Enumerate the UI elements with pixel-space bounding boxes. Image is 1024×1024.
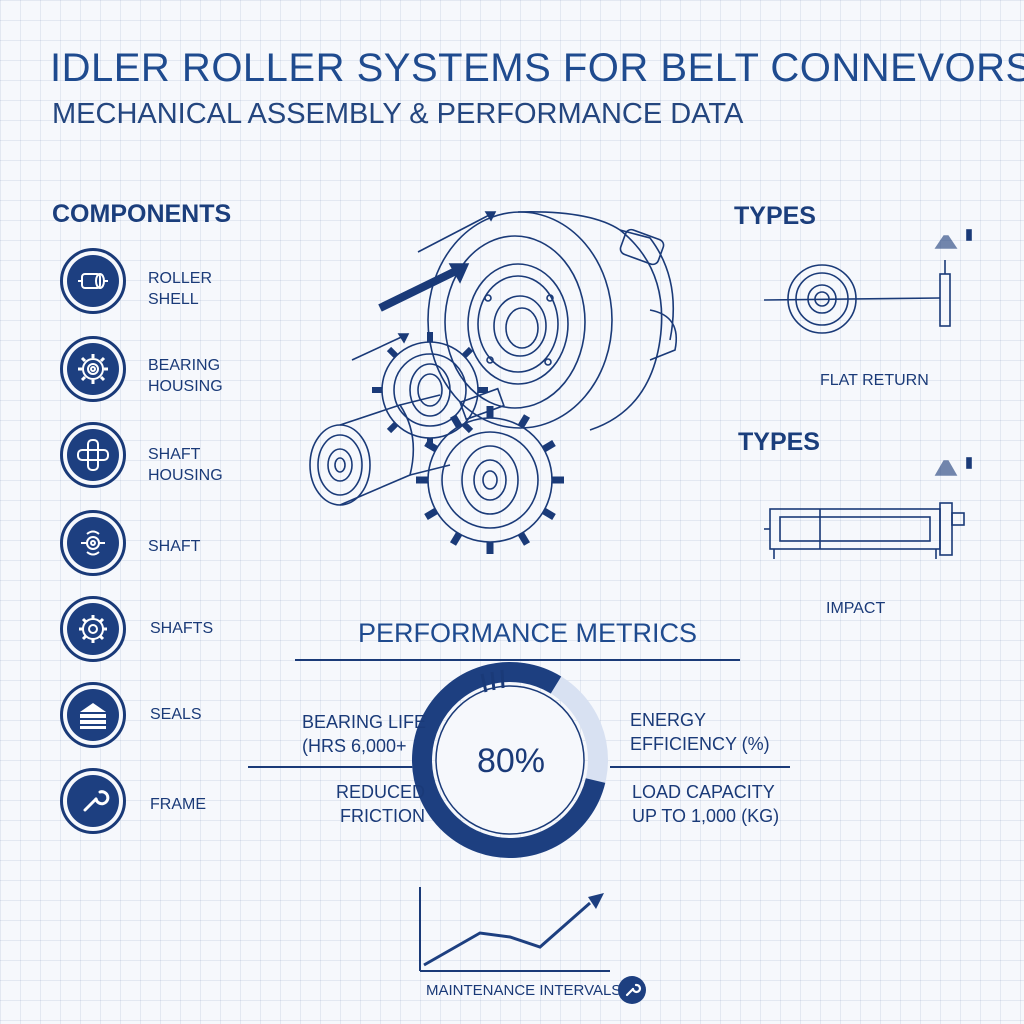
maintenance-trend-arrowhead	[588, 893, 604, 909]
component-label-seals: SEALS	[150, 706, 202, 723]
shaft-cross-icon	[60, 422, 126, 488]
type-label-impact: IMPACT	[826, 600, 886, 617]
component-label-frame: FRAME	[150, 796, 206, 813]
component-item-frame	[60, 768, 126, 834]
component-item-seals	[60, 682, 126, 748]
page-title: IDLER ROLLER SYSTEMS FOR BELT CONNEVORS	[50, 46, 1024, 90]
metric-bearing-life: BEARING LIFE(HRS 6,000+	[302, 712, 427, 756]
gear-icon	[60, 596, 126, 662]
types-heading-2: TYPES	[738, 428, 820, 456]
component-item-roller-shell	[60, 248, 126, 314]
maintenance-trend-line	[423, 901, 591, 967]
metrics-right-divider	[610, 766, 790, 768]
flat-return-idler-diagram	[763, 229, 972, 334]
seal-icon	[60, 682, 126, 748]
metrics-left-divider	[248, 766, 418, 768]
metrics-heading-underline	[295, 659, 740, 661]
wrench-icon	[60, 768, 126, 834]
component-label-shafts: SHAFTS	[150, 620, 214, 637]
idler-assembly-illustration	[309, 211, 677, 554]
component-label-shaft: SHAFT	[148, 538, 201, 555]
gauge-value-label: 80%	[476, 742, 546, 780]
gauge-tick-marks	[480, 669, 505, 693]
components-heading: COMPONENTS	[52, 200, 232, 228]
metrics-heading: PERFORMANCE METRICS	[358, 618, 698, 648]
page-subtitle: MECHANICAL ASSEMBLY & PERFORMANCE DATA	[52, 98, 744, 130]
types-heading-1: TYPES	[734, 202, 816, 230]
maintenance-intervals-label: MAINTENANCE INTERVALS	[426, 982, 622, 999]
component-item-shaft	[60, 510, 126, 576]
component-item-shafts	[60, 596, 126, 662]
component-item-bearing-housing	[60, 336, 126, 402]
maintenance-trend-chart	[419, 887, 610, 972]
gear-icon	[60, 336, 126, 402]
type-label-flat-return: FLAT RETURN	[820, 372, 929, 389]
shaft-icon	[60, 510, 126, 576]
gauge-value-arc	[412, 662, 606, 858]
wrench-icon	[618, 976, 646, 1004]
impact-idler-diagram	[764, 457, 972, 559]
roller-icon	[60, 248, 126, 314]
efficiency-gauge	[412, 662, 608, 858]
component-item-shaft-housing	[60, 422, 126, 488]
